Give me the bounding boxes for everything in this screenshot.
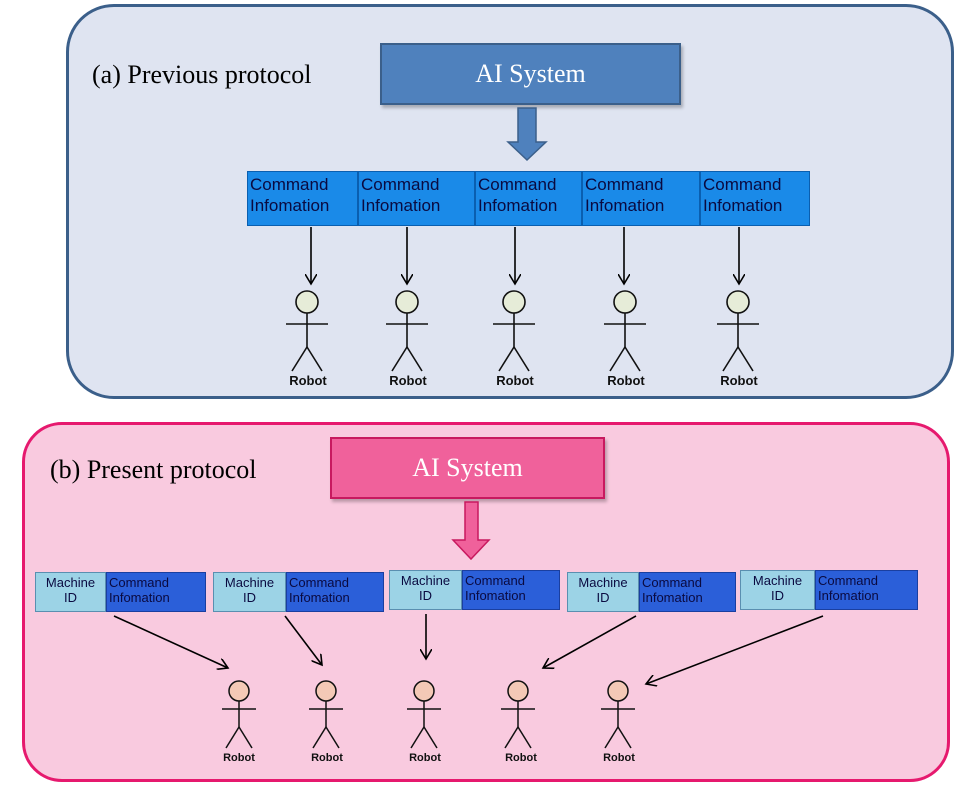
robot-label-a-1: Robot	[289, 373, 327, 388]
command-block-a-3: Command Infomation	[475, 171, 582, 226]
robot-figure-a-5	[717, 290, 759, 372]
robot-figure-a-3	[493, 290, 535, 372]
robot-figure-b-3	[407, 680, 441, 749]
command-block-b-5: Command Infomation	[815, 570, 918, 610]
robot-label-a-3: Robot	[496, 373, 534, 388]
robot-label-a-2: Robot	[389, 373, 427, 388]
present-protocol-title: (b) Present protocol	[50, 455, 257, 484]
arrow-b-4	[543, 615, 637, 668]
robot-figure-b-5	[601, 680, 635, 749]
command-block-a-2: Command Infomation	[358, 171, 475, 226]
machine-id-block-3: Machine ID	[389, 570, 462, 610]
ai-system-box-a: AI System	[380, 43, 681, 105]
robot-label-b-2: Robot	[311, 752, 343, 764]
robot-label-a-5: Robot	[720, 373, 758, 388]
down-block-arrow-a	[506, 107, 548, 162]
arrow-b-5	[646, 615, 824, 684]
command-block-a-1: Command Infomation	[247, 171, 358, 226]
robot-figure-b-2	[309, 680, 343, 749]
robot-figure-b-4	[501, 680, 535, 749]
previous-protocol-title: (a) Previous protocol	[92, 60, 312, 89]
command-block-b-4: Command Infomation	[639, 572, 736, 612]
robot-label-b-1: Robot	[223, 752, 255, 764]
robot-label-a-4: Robot	[607, 373, 645, 388]
command-block-b-2: Command Infomation	[286, 572, 384, 612]
command-block-a-5: Command Infomation	[700, 171, 810, 226]
command-block-b-1: Command Infomation	[106, 572, 206, 612]
command-block-a-4: Command Infomation	[582, 171, 700, 226]
robot-label-b-5: Robot	[603, 752, 635, 764]
robot-figure-a-1	[286, 290, 328, 372]
robot-label-b-4: Robot	[505, 752, 537, 764]
command-block-b-3: Command Infomation	[462, 570, 560, 610]
arrow-b-2	[284, 615, 322, 665]
robot-figure-b-1	[222, 680, 256, 749]
machine-id-block-1: Machine ID	[35, 572, 106, 612]
machine-id-block-4: Machine ID	[567, 572, 639, 612]
robot-label-b-3: Robot	[409, 752, 441, 764]
ai-system-box-b: AI System	[330, 437, 605, 499]
machine-id-block-2: Machine ID	[213, 572, 286, 612]
down-block-arrow-b	[451, 501, 491, 561]
robot-figure-a-4	[604, 290, 646, 372]
arrow-b-1	[113, 615, 228, 668]
robot-figure-a-2	[386, 290, 428, 372]
machine-id-block-5: Machine ID	[740, 570, 815, 610]
